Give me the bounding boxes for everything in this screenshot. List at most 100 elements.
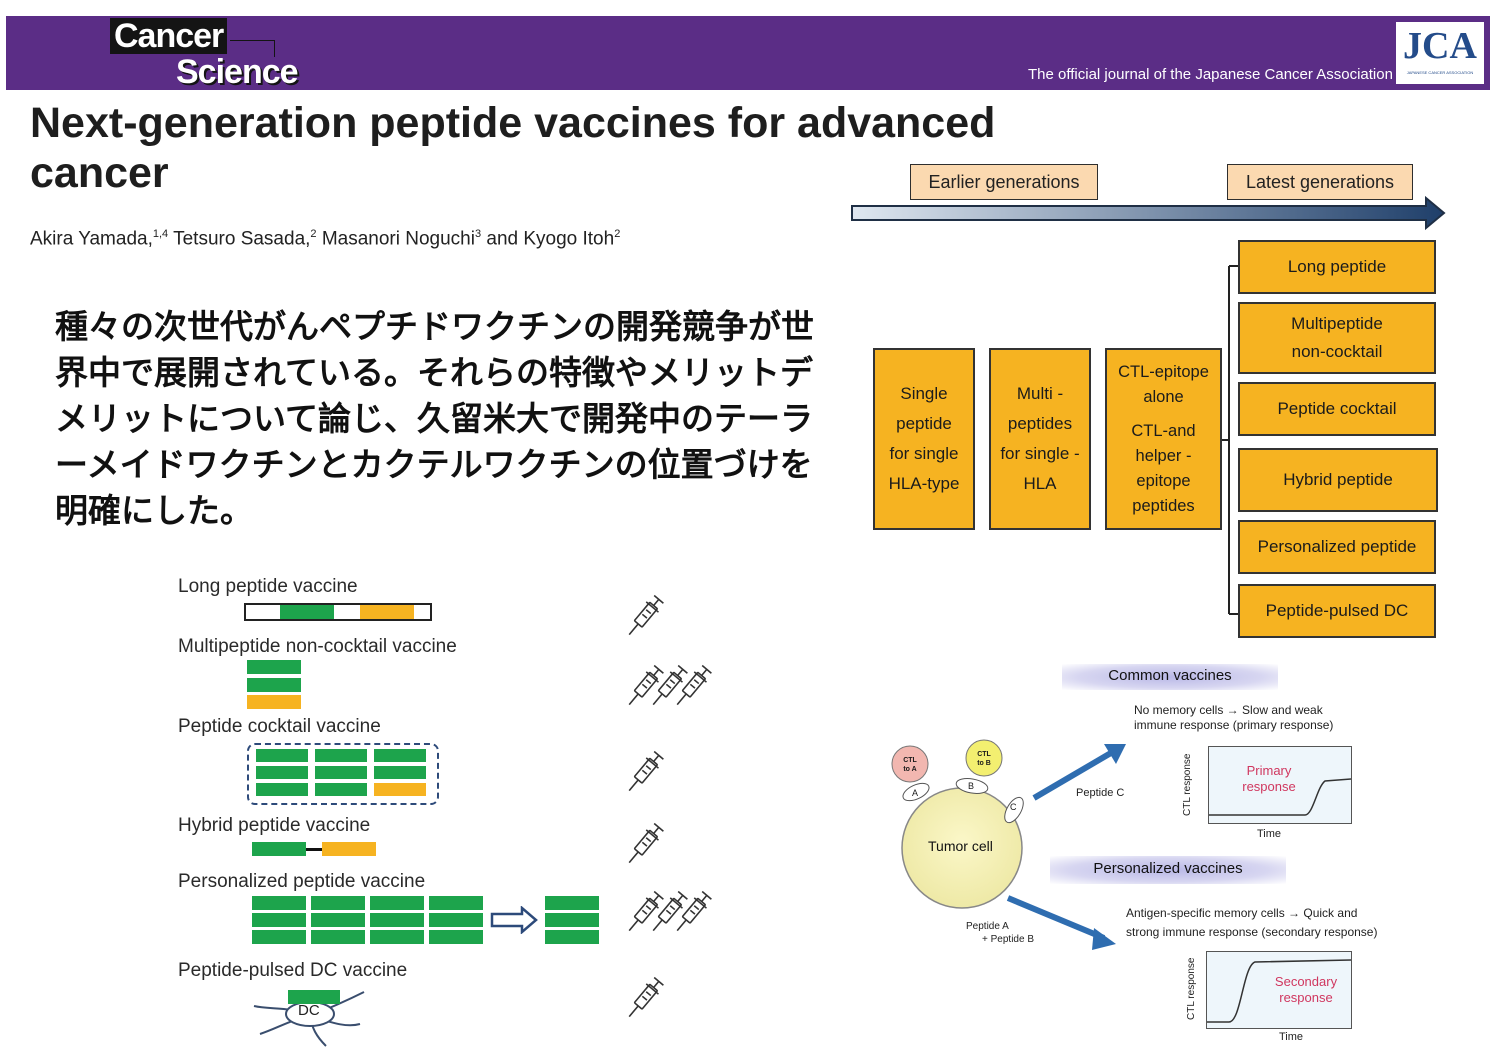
peptide-block [256, 783, 308, 796]
primary-response-label: Primary response [1219, 763, 1319, 795]
box-line: epitope [1136, 471, 1191, 490]
syringe-icon [628, 822, 664, 864]
secondary-response-graph: Secondary response [1206, 951, 1352, 1029]
x-axis-label: Time [1257, 828, 1282, 840]
journal-banner [6, 16, 1490, 90]
selection-arrow-icon [490, 906, 538, 934]
secondary-response-label: Secondary response [1261, 974, 1351, 1006]
secondary-response-curve [1207, 959, 1351, 1023]
author-name: Masanori Noguchi [316, 228, 475, 250]
primary-response-curve [1209, 778, 1351, 816]
tumor-cell-label: Tumor cell [928, 838, 993, 854]
ctl-a-line: to A [903, 766, 917, 773]
peptide-block [256, 766, 308, 779]
box-line: peptides [1007, 414, 1073, 433]
peptide-block [370, 930, 424, 944]
peptide-block [370, 896, 424, 910]
paper-title: Next-generation peptide vaccines for adv… [30, 99, 996, 197]
dc-label: DC [298, 1002, 320, 1019]
box-line: Hybrid peptide [1283, 470, 1393, 489]
secondary-response-line: Secondary [1274, 974, 1338, 989]
secondary-response-line: response [1279, 990, 1333, 1005]
author-name: Akira Yamada, [30, 228, 153, 250]
earlier-generations-label: Earlier generations [910, 164, 1098, 200]
gen-box-ctl-epitope: CTL-epitope alone CTL-and helper - epito… [1105, 348, 1222, 530]
peptide-block [429, 913, 483, 927]
personalized-vaccines-title: Personalized vaccines [1050, 856, 1286, 884]
syringe-icon [628, 664, 664, 706]
peptide-ab-label: Peptide A [966, 921, 1009, 932]
latest-box-multipeptide: Multipeptide non-cocktail [1238, 302, 1436, 374]
ctl-b-label: CTL to B [970, 750, 998, 768]
box-line: helper - [1135, 446, 1192, 465]
journal-logo-cancer: Cancer [110, 18, 228, 54]
box-line: non-cocktail [1291, 342, 1383, 361]
common-desc-line2: immune response (primary response) [1134, 718, 1334, 732]
ctl-a-line: CTL [903, 757, 917, 764]
peptide-block [315, 766, 367, 779]
vaccine-label: Long peptide vaccine [178, 576, 358, 597]
x-axis-label: Time [1279, 1031, 1304, 1043]
ctl-a-label: CTL to A [896, 756, 924, 774]
peptide-block [311, 930, 365, 944]
latest-box-peptide-pulsed-dc: Peptide-pulsed DC [1238, 584, 1436, 638]
peptide-segment-green [280, 605, 334, 619]
peptide-ab-label: + Peptide B [982, 934, 1034, 945]
vaccine-label: Personalized peptide vaccine [178, 871, 426, 892]
vaccine-label: Multipeptide non-cocktail vaccine [178, 636, 457, 657]
box-line: Personalized peptide [1257, 537, 1417, 556]
peptide-block [247, 678, 301, 692]
peptide-block [545, 930, 599, 944]
vaccine-label: Peptide-pulsed DC vaccine [178, 960, 408, 981]
peptide-block [315, 783, 367, 796]
peptide-block [370, 913, 424, 927]
author-list: Akira Yamada,1,4 Tetsuro Sasada,2 Masano… [30, 228, 620, 250]
peptide-block [374, 783, 426, 796]
peptide-block [374, 749, 426, 762]
peptide-block [247, 660, 301, 674]
jca-logo-subtext: JAPANESE CANCER ASSOCIATION [1406, 70, 1474, 75]
common-vaccines-title: Common vaccines [1062, 664, 1278, 690]
latest-box-peptide-cocktail: Peptide cocktail [1238, 382, 1436, 436]
box-line: Peptide-pulsed DC [1265, 601, 1409, 620]
peptide-block [429, 896, 483, 910]
latest-generations-label: Latest generations [1227, 164, 1413, 200]
jca-logo-text: JCA [1403, 25, 1477, 67]
antigen-b: B [968, 781, 975, 791]
box-line: CTL-and [1131, 421, 1196, 440]
logo-connector [230, 40, 275, 57]
peptide-block [252, 896, 306, 910]
author-affiliation: 3 [474, 228, 482, 240]
vaccine-label: Peptide cocktail vaccine [178, 716, 381, 737]
common-desc-line1: No memory cells → Slow and weak [1134, 703, 1323, 717]
peptide-block [311, 896, 365, 910]
syringe-icon [628, 890, 664, 932]
primary-response-graph: Primary response [1208, 746, 1352, 824]
box-line: Long peptide [1287, 257, 1387, 276]
gen-box-multi-peptides: Multi - peptides for single - HLA [989, 348, 1091, 530]
box-line: HLA-type [888, 474, 960, 493]
box-line: Multipeptide [1291, 314, 1383, 333]
antigen-c: C [1010, 802, 1017, 812]
box-line: for single [889, 444, 959, 463]
primary-response-line: Primary [1246, 763, 1292, 778]
box-line: peptides [1132, 496, 1195, 515]
author-affiliation: 1,4 [152, 228, 169, 240]
personalized-desc-line1: Antigen-specific memory cells → Quick an… [1126, 906, 1358, 920]
peptide-block [252, 913, 306, 927]
dendritic-cell-icon [253, 990, 365, 1047]
box-line: Peptide cocktail [1277, 399, 1397, 418]
gen-box-single-peptide: Single peptide for single HLA-type [873, 348, 975, 530]
box-line: alone [1143, 387, 1184, 406]
peptide-block [252, 930, 306, 944]
peptide-block [315, 749, 367, 762]
tumor-cell-diagram [891, 739, 1126, 950]
box-line: Multi - [1016, 384, 1064, 403]
peptide-segment-green [252, 842, 306, 856]
syringe-icon [628, 976, 664, 1018]
peptide-segment-orange [360, 605, 414, 619]
box-line: HLA [1023, 474, 1057, 493]
antigen-a: A [912, 788, 919, 798]
author-affiliation: 2 [310, 228, 317, 240]
syringe-icon [652, 890, 688, 932]
